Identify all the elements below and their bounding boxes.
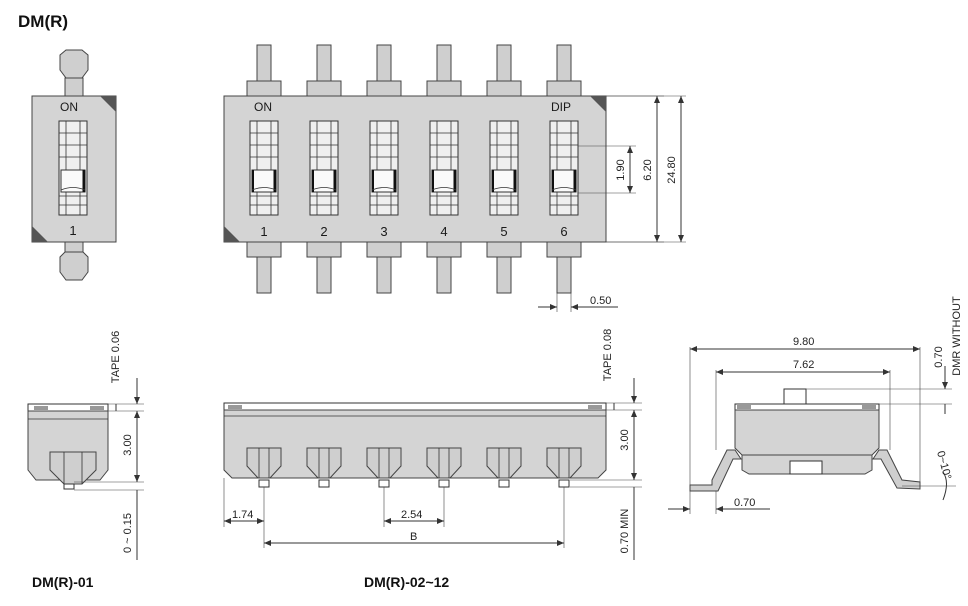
switch-number: 5: [500, 224, 507, 239]
height-dim: 3.00: [619, 429, 631, 450]
standoff-dim: 0 ~ 0.15: [122, 513, 134, 553]
dim-overall: 24.80: [606, 95, 686, 243]
dim-slider: 1.90: [578, 145, 636, 194]
dim-pin-width: 0.50: [538, 293, 618, 312]
on-label: ON: [60, 100, 78, 114]
lead-bottom-base: [306, 241, 342, 258]
corner-mark: [32, 226, 48, 242]
slider-window: [429, 120, 459, 216]
switch-body: [223, 95, 607, 243]
lead-bottom: [436, 256, 452, 294]
switch-number: 1: [69, 223, 76, 238]
lead-bottom: [316, 256, 332, 294]
side-lead: [486, 447, 522, 488]
switch-number: 1: [260, 224, 267, 239]
switch-number: 3: [380, 224, 387, 239]
lead-bottom-base: [546, 241, 582, 258]
tape-layer: [223, 402, 607, 411]
top-view-multi: ON DIP 1 2 3 4 5 6 1.90 6.20 24.80: [223, 44, 686, 312]
lead-top: [59, 49, 89, 79]
end-body: [734, 409, 880, 456]
min-dim: 0.70 MIN: [619, 509, 631, 554]
lead-top: [256, 44, 272, 82]
foot-dim: 0.70: [734, 497, 755, 509]
switch-number: 6: [560, 224, 567, 239]
lead-top: [556, 44, 572, 82]
switch-number: 4: [440, 224, 447, 239]
side-leads: [246, 447, 582, 488]
slider-window: [549, 120, 579, 216]
note-text: DMR WITHOUT: [951, 296, 963, 376]
tape-dim: TAPE 0.06: [110, 331, 122, 383]
side-lead: [426, 447, 462, 488]
slider-window: [309, 120, 339, 216]
lead-bottom: [256, 256, 272, 294]
dim-slider-text: 1.90: [615, 159, 627, 180]
lead-bottom: [376, 256, 392, 294]
lead-bottom: [556, 256, 572, 294]
lead-bottom-base: [486, 241, 522, 258]
top-view-single: ON 1: [31, 49, 117, 281]
corner-mark: [100, 96, 116, 112]
lead-top-base: [366, 80, 402, 97]
side-lead: [366, 447, 402, 488]
lead-top: [436, 44, 452, 82]
side-lead: [306, 447, 342, 488]
caption-dm-02-12: DM(R)-02~12: [364, 574, 449, 590]
side-view-multi: TAPE 0.08 3.00 0.70 MIN 1.74 2.54 B: [223, 329, 642, 560]
pitch-dim: 7.62: [793, 359, 814, 371]
lead-top-base: [306, 80, 342, 97]
lead-bottom-base: [246, 241, 282, 258]
caption-dm-01: DM(R)-01: [32, 574, 94, 590]
end-view: 9.80 7.62 0.70 DMR WITHOUT 0~10° 0.70: [668, 296, 963, 514]
corner-mark: [224, 226, 240, 242]
slider-window: [249, 120, 279, 216]
lead-top-base: [486, 80, 522, 97]
side-view-single: TAPE 0.06 3.00 0 ~ 0.15: [27, 331, 144, 560]
dip-label: DIP: [551, 100, 571, 114]
slider-window: [369, 120, 399, 216]
edge-dim: 1.74: [232, 509, 253, 521]
overall-dim: 9.80: [793, 336, 814, 348]
angle-dim: 0~10°: [934, 450, 953, 481]
lead-bottom-base: [426, 241, 462, 258]
gull-lead-right: [872, 449, 921, 490]
lead-bottom-neck: [64, 241, 84, 253]
lead-top: [376, 44, 392, 82]
dim-body-text: 6.20: [642, 159, 654, 180]
lead-top-base: [426, 80, 462, 97]
tape-dim: TAPE 0.08: [602, 329, 614, 381]
slider-row: [249, 120, 579, 216]
corner-mark: [590, 96, 606, 112]
side-lead: [246, 447, 282, 488]
lead-bottom-base: [366, 241, 402, 258]
lead-bottom: [59, 250, 89, 281]
slider-window: [58, 120, 88, 216]
tape-dim: 0.70: [933, 346, 945, 367]
dim-overall-text: 24.80: [666, 156, 678, 184]
height-dim: 3.00: [122, 434, 134, 455]
pitch-dim: 2.54: [401, 509, 422, 521]
side-lead: [546, 447, 582, 488]
actuator: [783, 388, 807, 405]
lead-bottom: [496, 256, 512, 294]
lead-top: [496, 44, 512, 82]
lead-top-neck: [64, 77, 84, 97]
switch-number: 2: [320, 224, 327, 239]
gull-lead-left: [689, 449, 742, 492]
switch-numbers: 1 2 3 4 5 6: [260, 224, 567, 239]
length-dim: B: [410, 531, 417, 543]
lead-top-base: [246, 80, 282, 97]
page-title: DM(R): [18, 12, 68, 31]
slider-window: [489, 120, 519, 216]
dim-pin-width-text: 0.50: [590, 295, 611, 307]
on-label: ON: [254, 100, 272, 114]
lead-top-base: [546, 80, 582, 97]
lead-top: [316, 44, 332, 82]
